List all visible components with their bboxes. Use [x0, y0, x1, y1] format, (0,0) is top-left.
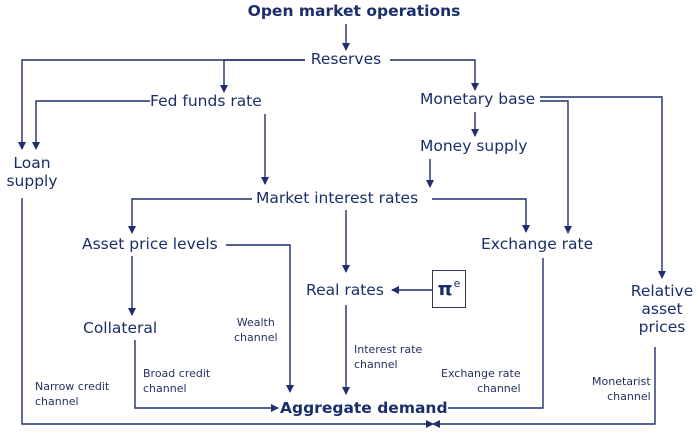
- node-fed-funds-rate: Fed funds rate: [150, 92, 262, 111]
- arrow-exchange-rate-to-aggregate-demand: [433, 258, 544, 412]
- arrow-fed-funds-to-loan-supply: [32, 100, 150, 150]
- arrow-base-to-relative-prices: [540, 96, 666, 279]
- wealth-line-2: channel: [234, 330, 278, 344]
- wealth-line-1: Wealth: [236, 316, 275, 329]
- exchange-rate-line-1: Exchange rate: [441, 367, 521, 380]
- interest-rate-line-1: Interest rate: [354, 343, 423, 356]
- relative-line-1: Relative: [630, 282, 694, 300]
- caption-wealth-channel: Wealth channel: [234, 316, 278, 346]
- node-loan-supply: Loan supply: [6, 154, 58, 191]
- narrow-credit-line-2: channel: [35, 394, 79, 408]
- pi-superscript: e: [453, 276, 461, 290]
- node-relative-asset-prices: Relative asset prices: [630, 282, 694, 337]
- arrow-asset-prices-to-aggregate-demand: [226, 244, 294, 393]
- arrow-reserves-to-fed-funds: [220, 59, 305, 93]
- arrow-reserves-to-loan-supply: [18, 59, 305, 150]
- node-asset-price-levels: Asset price levels: [82, 235, 218, 254]
- node-open-market-operations: Open market operations: [247, 2, 461, 21]
- node-collateral: Collateral: [83, 319, 158, 338]
- monetarist-line-2: channel: [607, 389, 651, 403]
- interest-rate-line-2: channel: [354, 357, 398, 371]
- relative-line-2: asset: [641, 299, 683, 318]
- arrow-market-rates-to-asset-prices: [128, 198, 252, 234]
- arrow-loan-supply-to-aggregate-demand: [21, 198, 434, 428]
- node-real-rates: Real rates: [306, 281, 384, 300]
- arrow-collateral-to-aggregate-demand: [134, 340, 279, 412]
- pi-symbol: π: [437, 278, 453, 300]
- relative-line-3: prices: [638, 317, 686, 336]
- arrow-market-rates-to-exchange-rate: [432, 198, 530, 233]
- exchange-rate-line-2: channel: [477, 381, 521, 395]
- node-reserves: Reserves: [310, 50, 382, 69]
- node-monetary-base: Monetary base: [420, 90, 536, 109]
- arrow-relative-prices-to-aggregate-demand: [432, 347, 656, 428]
- node-aggregate-demand: Aggregate demand: [280, 399, 448, 418]
- narrow-credit-line-1: Narrow credit: [35, 380, 110, 393]
- loan-supply-line-2: supply: [6, 171, 58, 190]
- arrow-reserves-to-monetary-base: [390, 59, 479, 91]
- caption-monetarist-channel: Monetarist channel: [592, 375, 651, 405]
- monetarist-line-1: Monetarist: [592, 375, 651, 388]
- node-exchange-rate: Exchange rate: [481, 235, 594, 254]
- node-market-interest-rates: Market interest rates: [256, 189, 419, 208]
- arrow-base-to-exchange-rate: [540, 100, 572, 234]
- caption-broad-credit-channel: Broad credit channel: [143, 367, 210, 397]
- node-money-supply: Money supply: [420, 137, 528, 156]
- broad-credit-line-1: Broad credit: [143, 367, 211, 380]
- loan-supply-line-1: Loan: [13, 154, 51, 172]
- caption-narrow-credit-channel: Narrow credit channel: [35, 380, 109, 410]
- caption-exchange-rate-channel: Exchange rate channel: [441, 367, 521, 397]
- broad-credit-line-2: channel: [143, 381, 187, 395]
- caption-interest-rate-channel: Interest rate channel: [354, 343, 422, 373]
